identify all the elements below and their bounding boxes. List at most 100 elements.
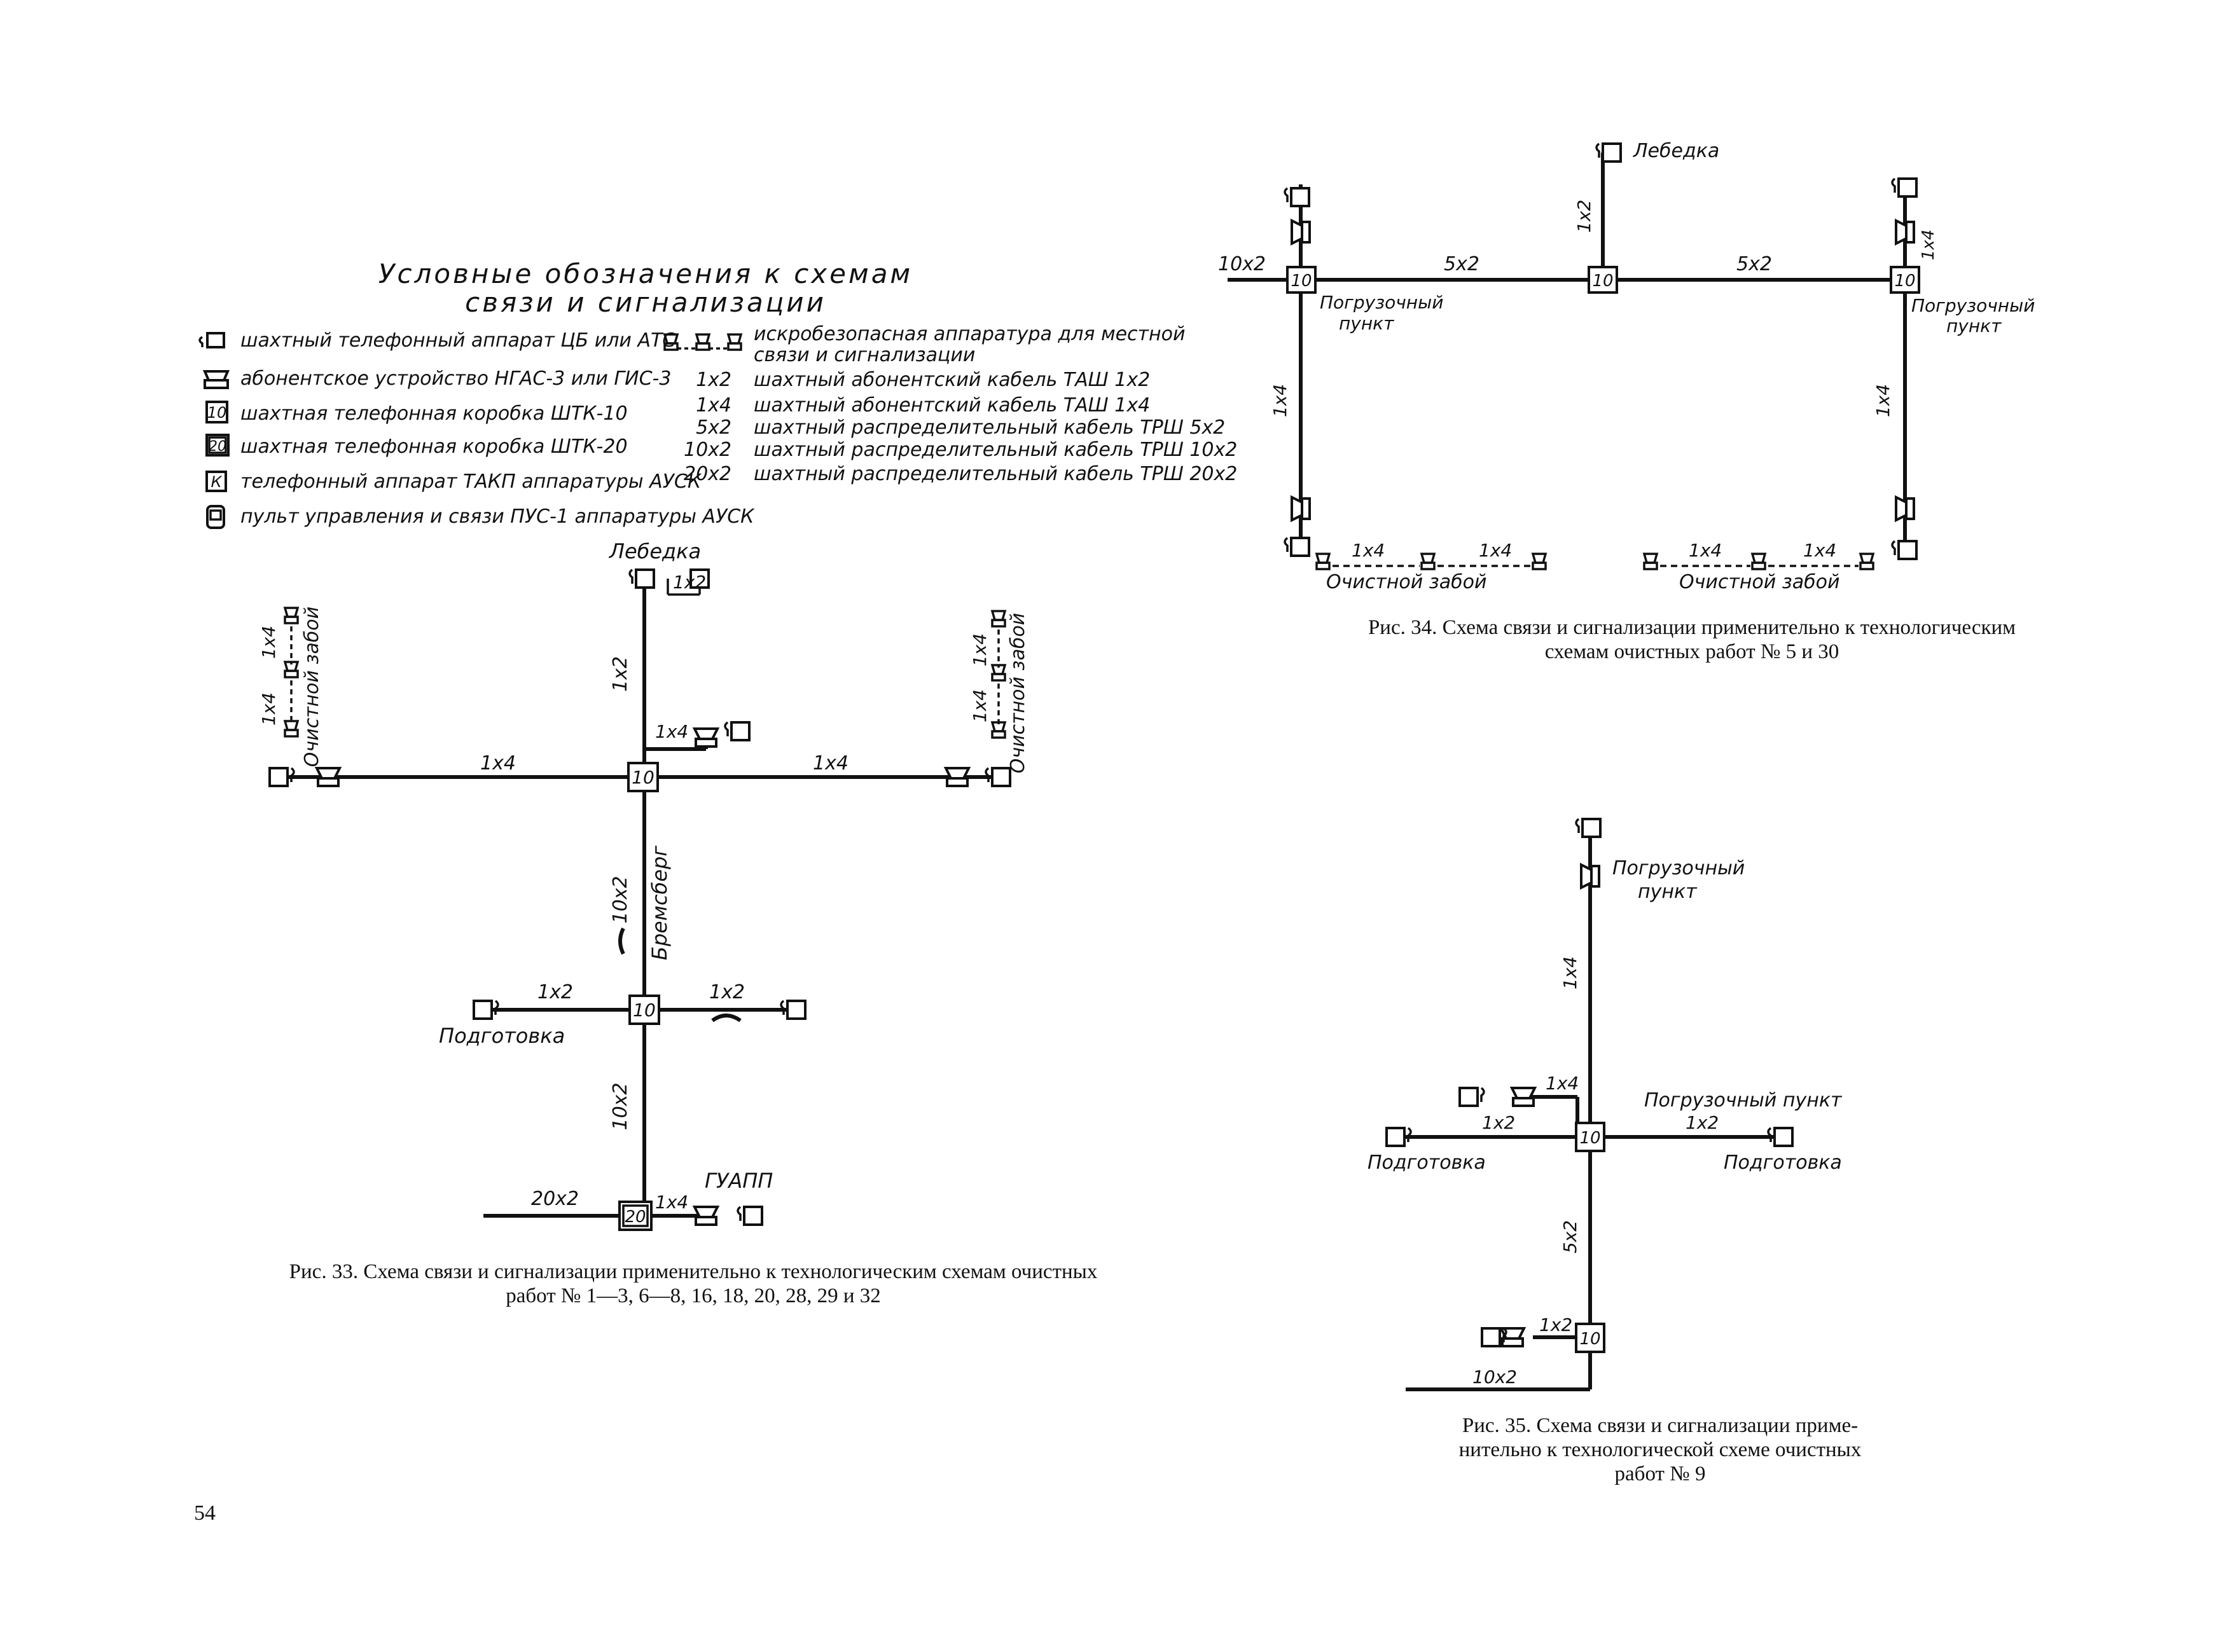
fig33-1x4-left: 1x4 xyxy=(480,752,516,774)
legend-sym-1x2: 1x2 xyxy=(696,369,731,391)
fig34-box-center xyxy=(1588,266,1618,294)
fig34-10x2: 10x2 xyxy=(1218,253,1266,275)
legend-right-1b: связи и сигнализации xyxy=(754,344,975,366)
fig34-1x4-right: 1x4 xyxy=(1873,384,1894,417)
intrinsically-safe-unit-icon xyxy=(663,333,742,351)
fig34-bottom-right-phone-icon xyxy=(1891,540,1918,560)
fig35-branch-phone-icon xyxy=(1458,1087,1485,1107)
fig35-prep-right: Подготовка xyxy=(1724,1152,1842,1174)
control-panel-icon xyxy=(206,505,225,529)
fig33-door-arc-right xyxy=(711,1014,742,1022)
fig35-caption-line3: работ № 9 xyxy=(1615,1463,1706,1485)
fig34-top-right-phone-icon xyxy=(1891,177,1918,198)
figure-35: Погрузочный пункт 1x4 1x4 Погрузочный пу… xyxy=(1368,818,1862,1485)
fig33-guapp-phone-icon xyxy=(737,1206,763,1226)
fig33-subscriber-device-icon xyxy=(693,727,719,748)
phone-icon xyxy=(198,332,225,348)
fig33-guapp-label: ГУАПП xyxy=(705,1169,773,1193)
svg-text:20: 20 xyxy=(209,439,226,455)
svg-text:10: 10 xyxy=(1579,1330,1600,1349)
fig35-5x2: 5x2 xyxy=(1560,1220,1581,1253)
box-10-icon: 10 xyxy=(205,401,228,423)
fig33-phone-icon xyxy=(724,721,751,741)
svg-text:10: 10 xyxy=(1579,1129,1600,1148)
fig33-face-left: 1x4 1x4 Очистной забой xyxy=(258,607,323,767)
fig35-top-phone-icon xyxy=(1575,818,1602,838)
svg-text:10: 10 xyxy=(633,1000,656,1021)
fig33-1x4-upper: 1x4 xyxy=(655,721,688,742)
svg-text:10: 10 xyxy=(1894,272,1915,291)
legend-left-3: шахтная телефонная коробка ШТК-10 xyxy=(240,403,628,425)
fig33-winch-label: Лебедка xyxy=(609,539,701,563)
svg-text:1x4: 1x4 xyxy=(1689,540,1722,561)
fig35-1x4-vertical: 1x4 xyxy=(1560,956,1581,989)
legend-left-4: шахтная телефонная коробка ШТК-20 xyxy=(240,436,628,458)
fig34-5x2-left: 5x2 xyxy=(1444,253,1479,275)
fig35-loading-right: Погрузочный пункт xyxy=(1644,1089,1843,1112)
fig33-10x2-upper: 10x2 xyxy=(609,876,632,923)
legend-sym-1x4: 1x4 xyxy=(696,394,731,416)
fig35-caption-line2: нительно к технологической схеме очистны… xyxy=(1459,1438,1862,1461)
fig33-prep-phone-icon xyxy=(473,1000,499,1020)
fig35-prep-left: Подготовка xyxy=(1368,1152,1486,1174)
svg-text:10: 10 xyxy=(632,767,654,788)
svg-text:Очистной забой: Очистной забой xyxy=(1326,571,1487,593)
legend-right-1a: искробезопасная аппаратура для местной xyxy=(754,323,1186,345)
subscriber-device-icon xyxy=(202,370,230,389)
fig34-top-left-device-icon xyxy=(1291,219,1311,245)
fig34-1x4-left: 1x4 xyxy=(1270,384,1291,417)
svg-text:1x4: 1x4 xyxy=(969,689,990,722)
fig34-face-right: 1x4 1x4 Очистной забой xyxy=(1643,540,1874,593)
fig35-1x4-branch: 1x4 xyxy=(1546,1073,1579,1094)
fig33-1x2-right: 1x2 xyxy=(709,981,745,1003)
fig33-10x2-lower: 10x2 xyxy=(609,1082,632,1130)
fig35-1x2-lower: 1x2 xyxy=(1539,1314,1572,1335)
fig33-1x2-top: 1x2 xyxy=(673,572,706,593)
fig34-caption-line2: схемам очистных работ № 5 и 30 xyxy=(1545,640,1839,663)
svg-text:20: 20 xyxy=(625,1208,646,1227)
legend-title-line1: Условные обозначения к схемам xyxy=(378,258,913,289)
legend-right-5: шахтный распределительный кабель ТРШ 10x… xyxy=(754,439,1237,461)
legend-sym-10x2: 10x2 xyxy=(684,439,731,461)
fig33-box-10-mid xyxy=(628,995,660,1025)
fig33-caption-line2: работ № 1—3, 6—8, 16, 18, 20, 28, 29 и 3… xyxy=(506,1284,881,1307)
fig34-loading-right-1: Погрузочный xyxy=(1911,295,2035,316)
legend-left-1: шахтный телефонный аппарат ЦБ или АТС xyxy=(240,329,675,352)
fig33-guapp-device-icon xyxy=(693,1206,719,1226)
fig34-box-left xyxy=(1286,266,1317,294)
fig33-left-device-icon xyxy=(315,767,341,787)
fig34-loading-left-1: Погрузочный xyxy=(1320,292,1443,313)
fig35-prep-left-phone-icon xyxy=(1385,1127,1412,1147)
fig34-box-right xyxy=(1890,266,1920,294)
fig33-right-mid-phone-icon xyxy=(780,1000,807,1020)
svg-text:1x4: 1x4 xyxy=(969,633,990,666)
fig33-box-20: 20 xyxy=(618,1201,653,1231)
fig34-1x4-top-right: 1x4 xyxy=(1919,230,1938,260)
fig33-door-arc-left xyxy=(618,927,625,955)
svg-text:Очистной забой: Очистной забой xyxy=(301,607,323,767)
legend-right-3: шахтный абонентский кабель ТАШ 1x4 xyxy=(754,394,1150,416)
fig33-20x2-label: 20x2 xyxy=(531,1188,579,1210)
svg-text:1x4: 1x4 xyxy=(258,692,279,726)
fig35-branch-device-icon xyxy=(1511,1087,1536,1107)
fig34-bottom-right-device-icon xyxy=(1895,496,1915,521)
svg-text:1x4: 1x4 xyxy=(258,626,279,659)
figure-34: Лебедка 1x2 10x2 5x2 5x2 10 10 10 1x4 По… xyxy=(1218,140,2035,663)
fig33-winch-box-icon xyxy=(689,568,710,589)
legend-right-4: шахтный распределительный кабель ТРШ 5x2 xyxy=(754,416,1225,439)
fig33-1x4-guapp: 1x4 xyxy=(655,1192,688,1213)
fig34-top-left-phone-icon xyxy=(1284,187,1310,207)
legend-right-2: шахтный абонентский кабель ТАШ 1x2 xyxy=(754,369,1150,391)
fig35-10x2: 10x2 xyxy=(1472,1366,1517,1387)
fig35-caption-line1: Рис. 35. Схема связи и сигнализации прим… xyxy=(1462,1414,1858,1437)
fig33-box-10-main xyxy=(627,762,659,792)
fig34-face-left: 1x4 1x4 Очистной забой xyxy=(1315,540,1547,593)
svg-text:10: 10 xyxy=(1592,272,1613,291)
fig35-loading-top-1: Погрузочный xyxy=(1612,857,1745,879)
fig34-loading-right-2: пункт xyxy=(1946,315,2002,336)
svg-text:Очистной забой: Очистной забой xyxy=(1679,571,1840,593)
fig33-face-right: 1x4 1x4 Очистной забой xyxy=(969,610,1029,773)
legend-title-line2: связи и сигнализации xyxy=(465,287,826,318)
svg-text:1x4: 1x4 xyxy=(1352,540,1385,561)
